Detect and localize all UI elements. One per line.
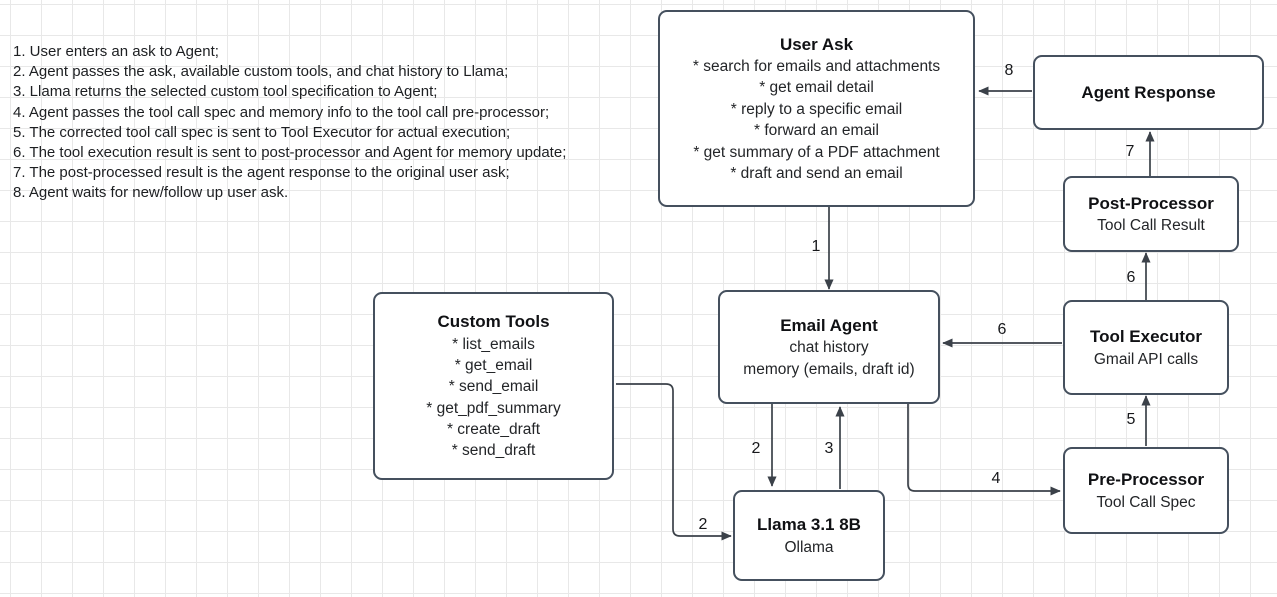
- legend-step: 4. Agent passes the tool call spec and m…: [13, 103, 550, 121]
- edge-label-5: 5: [1126, 411, 1136, 428]
- edge-label-3: 3: [824, 440, 834, 457]
- node-post-processor-subtitle: Tool Call Result: [1097, 217, 1205, 235]
- edge-2-customtools-to-llama: [616, 383, 732, 541]
- node-custom-tools[interactable]: Custom Tools * list_emails * get_email *…: [373, 292, 614, 480]
- node-user-ask[interactable]: User Ask * search for emails and attachm…: [658, 10, 975, 207]
- node-custom-tools-line: * get_email: [454, 356, 533, 374]
- node-custom-tools-line: * send_draft: [451, 442, 536, 460]
- edge-4-emailagent-to-preprocessor: [907, 404, 1061, 496]
- node-tool-executor-subtitle: Gmail API calls: [1093, 350, 1199, 368]
- node-tool-executor[interactable]: Tool Executor Gmail API calls: [1063, 300, 1229, 395]
- node-user-ask-line: * forward an email: [754, 122, 879, 140]
- node-llama[interactable]: Llama 3.1 8B Ollama: [733, 490, 885, 581]
- node-email-agent-line: memory (emails, draft id): [743, 360, 915, 378]
- edge-label-2-tools: 2: [698, 516, 708, 533]
- node-user-ask-line: * search for emails and attachments: [692, 58, 941, 76]
- node-email-agent[interactable]: Email Agent chat history memory (emails,…: [718, 290, 940, 404]
- node-agent-response-title: Agent Response: [1081, 82, 1216, 102]
- node-agent-response[interactable]: Agent Response: [1033, 55, 1264, 130]
- node-custom-tools-title: Custom Tools: [437, 312, 550, 332]
- node-user-ask-title: User Ask: [779, 34, 854, 54]
- legend-step: 2. Agent passes the ask, available custo…: [13, 63, 509, 81]
- node-pre-processor-title: Pre-Processor: [1087, 470, 1205, 490]
- node-user-ask-line: * draft and send an email: [730, 164, 903, 182]
- node-custom-tools-line: * list_emails: [452, 335, 535, 353]
- legend-step: 3. Llama returns the selected custom too…: [13, 83, 438, 101]
- legend-steps-list: 1. User enters an ask to Agent; 2. Agent…: [13, 42, 566, 204]
- node-email-agent-title: Email Agent: [780, 315, 878, 335]
- edge-label-7: 7: [1125, 143, 1135, 160]
- node-custom-tools-line: * get_pdf_summary: [426, 399, 561, 417]
- node-llama-title: Llama 3.1 8B: [757, 515, 861, 535]
- node-tool-executor-title: Tool Executor: [1089, 327, 1203, 347]
- node-custom-tools-line: * create_draft: [446, 421, 541, 439]
- legend-step: 7. The post-processed result is the agen…: [13, 164, 510, 182]
- edge-label-6-post: 6: [1126, 269, 1136, 286]
- edge-label-1: 1: [811, 238, 821, 255]
- legend-step: 5. The corrected tool call spec is sent …: [13, 123, 511, 141]
- node-pre-processor[interactable]: Pre-Processor Tool Call Spec: [1063, 447, 1229, 534]
- node-post-processor-title: Post-Processor: [1088, 193, 1214, 213]
- node-user-ask-line: * reply to a specific email: [730, 100, 903, 118]
- legend-step: 6. The tool execution result is sent to …: [13, 144, 567, 162]
- node-custom-tools-line: * send_email: [448, 378, 539, 396]
- node-email-agent-line: chat history: [789, 339, 869, 357]
- node-pre-processor-subtitle: Tool Call Spec: [1096, 493, 1196, 511]
- edge-label-2-agent: 2: [751, 440, 761, 457]
- node-user-ask-line: * get email detail: [759, 79, 874, 97]
- node-user-ask-line: * get summary of a PDF attachment: [693, 143, 940, 161]
- legend-step: 1. User enters an ask to Agent;: [13, 43, 219, 60]
- edge-label-6-agent: 6: [997, 321, 1007, 338]
- edge-label-8: 8: [1004, 62, 1014, 79]
- legend-step: 8. Agent waits for new/follow up user as…: [13, 184, 289, 202]
- edge-label-4: 4: [991, 470, 1001, 487]
- node-llama-subtitle: Ollama: [784, 538, 834, 556]
- node-post-processor[interactable]: Post-Processor Tool Call Result: [1063, 176, 1239, 252]
